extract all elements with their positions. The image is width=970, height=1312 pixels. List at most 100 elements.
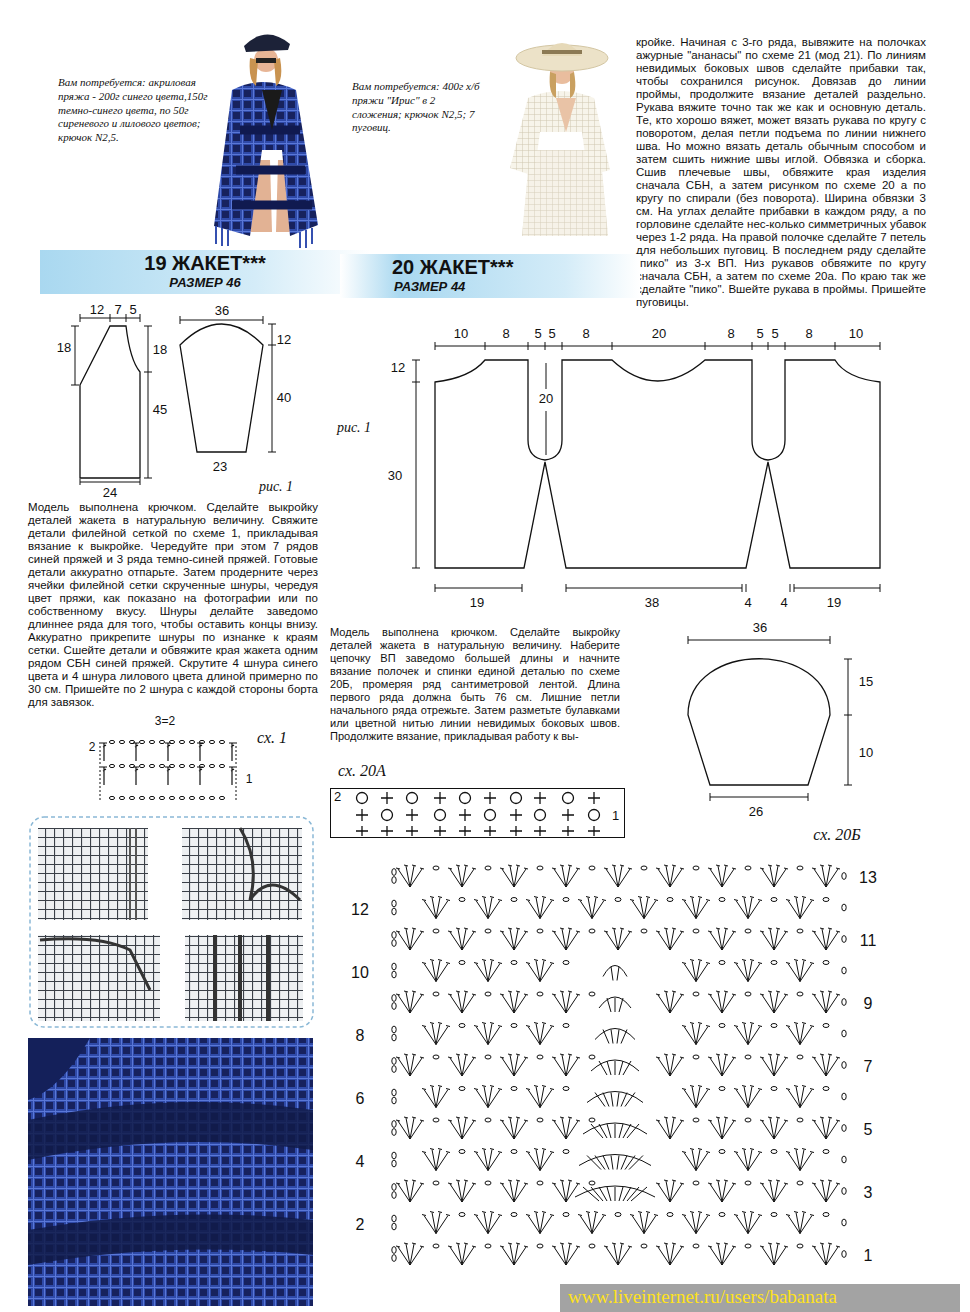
turning-chain <box>392 1223 396 1230</box>
subtitle-text: РАЗМЕР 44 <box>394 280 634 294</box>
chain-stitch <box>745 1181 751 1185</box>
dimension-number: 11 <box>860 932 877 950</box>
dimension-number: 4 <box>744 596 751 611</box>
scheme-caption: сх. 20А <box>338 762 386 780</box>
chain-stitch <box>537 866 543 870</box>
watermark: www.liveinternet.ru/users/babanata <box>568 1287 837 1308</box>
chain-stitch <box>667 898 673 902</box>
turning-chain <box>842 1062 846 1069</box>
dimension-number: 6 <box>356 1090 365 1108</box>
turning-chain <box>392 1089 396 1096</box>
dimension-number: 8 <box>356 1027 365 1045</box>
chain-stitch <box>771 1024 777 1028</box>
dimension-number: 30 <box>388 469 402 484</box>
dimension-number: 8 <box>502 327 509 342</box>
dimension-number: 5 <box>548 327 555 342</box>
chain-stitch <box>615 1213 621 1217</box>
turning-chain <box>842 1219 846 1226</box>
chain-stitch <box>589 929 595 933</box>
chain-stitch <box>433 1244 439 1248</box>
chain-stitch <box>563 961 569 965</box>
pattern-19 <box>71 314 276 485</box>
dimension-number: 3 <box>864 1184 873 1202</box>
chain-stitch <box>797 1055 803 1059</box>
chain-stitch <box>823 898 829 902</box>
stitch-symbols-20a <box>356 792 600 836</box>
turning-chain <box>392 1152 396 1159</box>
turning-chain <box>392 1034 396 1041</box>
chain-stitch <box>433 1118 439 1122</box>
chain-stitch <box>119 764 124 767</box>
chain-stitch <box>485 1118 491 1122</box>
turning-chain <box>392 1003 396 1010</box>
chain-stitch <box>589 1181 595 1185</box>
chain-stitch <box>797 1118 803 1122</box>
chain-stitch <box>745 1244 751 1248</box>
dimension-number: 5 <box>864 1121 873 1139</box>
chain-stitch <box>693 1055 699 1059</box>
dimension-number: 5 <box>756 327 763 342</box>
chain-stitch <box>719 1087 725 1091</box>
chain-stitch <box>589 866 595 870</box>
chain-stitch <box>589 1118 595 1122</box>
turning-chain <box>392 1247 396 1254</box>
dimension-number: 8 <box>582 327 589 342</box>
turning-chain <box>392 1058 396 1065</box>
chain-stitch <box>199 764 204 767</box>
turning-chain <box>842 1030 846 1037</box>
chain-stitch <box>615 898 621 902</box>
chain-stitch <box>149 740 154 743</box>
chain-stitch <box>169 740 174 743</box>
title-band: 20 ЖАКЕТ***РАЗМЕР 44 <box>340 254 640 298</box>
dimension-number: 9 <box>864 995 873 1013</box>
chain-stitch <box>433 929 439 933</box>
chain-stitch <box>169 796 174 799</box>
dimension-number: 12 <box>90 303 104 318</box>
dimension-number: 13 <box>859 869 877 887</box>
dimension-number: 10 <box>351 964 369 982</box>
fan-stitches <box>396 865 840 1265</box>
turning-chain <box>392 1184 396 1191</box>
turning-chain <box>842 999 846 1006</box>
dimension-number: 36 <box>215 304 229 319</box>
chain-stitch <box>511 1024 517 1028</box>
dimension-number: 12 <box>391 361 405 376</box>
title-text: 2 <box>334 790 348 804</box>
turning-chain <box>842 1251 846 1258</box>
dimension-number: 19 <box>470 596 484 611</box>
chain-stitch <box>511 961 517 965</box>
chain-stitch <box>745 929 751 933</box>
dimension-number: 4 <box>780 596 787 611</box>
chain-stitch <box>537 1244 543 1248</box>
chain-stitch <box>511 1150 517 1154</box>
chain-stitch <box>511 1213 517 1217</box>
scheme-caption: сх. 20Б <box>813 826 860 844</box>
chain-stitch <box>797 992 803 996</box>
chain-stitch <box>459 898 465 902</box>
dimension-number: 7 <box>864 1058 873 1076</box>
turning-chain <box>392 932 396 939</box>
dimension-number: 20 <box>652 327 666 342</box>
chain-stitch <box>485 992 491 996</box>
dimension-number: 12 <box>277 333 291 348</box>
turning-chain <box>392 1160 396 1167</box>
title-band: 19 ЖАКЕТ***РАЗМЕР 46 <box>40 250 370 294</box>
dimension-number: 2 <box>89 741 96 755</box>
chain-stitch <box>693 1118 699 1122</box>
dimension-number: 1 <box>246 773 253 787</box>
dimension-number: 5 <box>129 303 136 318</box>
chain-stitch <box>563 898 569 902</box>
chain-stitch <box>693 866 699 870</box>
chain-stitch <box>589 1055 595 1059</box>
chain-stitch <box>745 866 751 870</box>
chain-stitch <box>641 1244 647 1248</box>
turning-chain <box>842 1156 846 1163</box>
chain-stitch <box>693 992 699 996</box>
subtitle-text: 1 <box>612 809 624 823</box>
turning-chain <box>392 971 396 978</box>
dimension-number: 10 <box>849 327 863 342</box>
dimension-number: 4 <box>356 1153 365 1171</box>
tutorial-photos <box>30 817 313 1027</box>
dimension-number: 3=2 <box>155 715 175 729</box>
